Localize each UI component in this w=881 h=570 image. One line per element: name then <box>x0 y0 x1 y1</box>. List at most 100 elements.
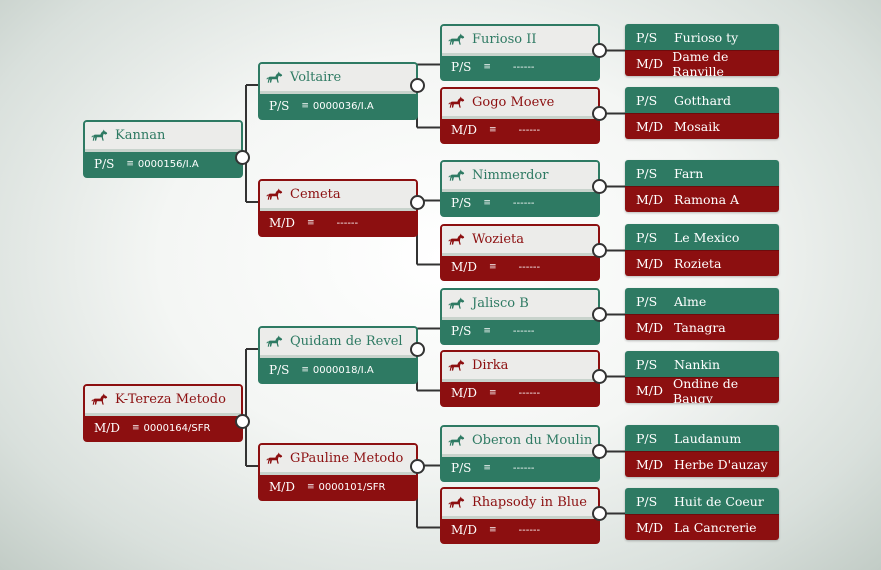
expand-knob[interactable] <box>591 43 607 58</box>
dam-name: Herbe D'auzay <box>674 457 768 472</box>
expand-knob[interactable] <box>591 307 607 322</box>
registration-code-empty: ------ <box>512 462 535 474</box>
expand-knob[interactable] <box>409 458 425 474</box>
registration-code: 0000101/SFR <box>318 481 386 493</box>
registration-code-empty: ------ <box>518 524 541 536</box>
list-icon: ≡ <box>488 388 497 399</box>
parent-role-label: P/S <box>636 92 658 108</box>
list-icon: ≡ <box>483 326 491 337</box>
horse-card-body: P/S≡------ <box>442 52 598 79</box>
horse-card-body: M/D≡------ <box>260 208 416 235</box>
dam-name: Tanagra <box>674 320 726 335</box>
expand-knob[interactable] <box>234 413 250 429</box>
expand-knob[interactable] <box>591 506 607 521</box>
horse-card-body: M/D≡------ <box>442 115 598 142</box>
horse-card-header: Oberon du Moulin <box>442 427 598 454</box>
expand-knob[interactable] <box>591 179 607 194</box>
expand-knob[interactable] <box>591 106 607 121</box>
registration-code: 0000164/SFR <box>143 422 211 434</box>
parent-role-label: P/S <box>636 29 658 45</box>
list-icon: ≡ <box>306 218 315 228</box>
expand-knob[interactable] <box>591 369 607 384</box>
horse-card-body: P/S≡0000156/I.A <box>85 149 241 176</box>
connector-line <box>243 84 258 203</box>
horse-name: Furioso II <box>472 31 537 47</box>
expand-knob[interactable] <box>409 341 425 357</box>
registration-code: 0000036/I.A <box>312 100 374 112</box>
list-icon: ≡ <box>483 62 491 73</box>
expand-knob[interactable] <box>234 149 250 165</box>
horse-icon <box>91 129 108 142</box>
horse-card-body: M/D≡------ <box>442 252 598 279</box>
expand-knob[interactable] <box>409 77 425 93</box>
registration-code-empty: ------ <box>512 197 535 209</box>
horse-icon <box>448 297 465 310</box>
horse-name: Dirka <box>472 357 509 373</box>
parent-role-label: P/S <box>636 229 658 245</box>
sire-name: Nankin <box>674 356 721 372</box>
horse-card[interactable]: Furioso II P/S≡------ <box>440 24 600 81</box>
sire-name: Laudanum <box>674 430 742 446</box>
horse-card-body: P/S≡0000036/I.A <box>260 91 416 118</box>
horse-icon <box>448 169 465 182</box>
list-icon: ≡ <box>301 365 309 375</box>
parent-role-label: M/D <box>451 523 477 538</box>
horse-icon <box>91 393 108 406</box>
horse-icon <box>266 452 283 465</box>
connector-line <box>416 327 440 392</box>
expand-knob[interactable] <box>591 444 607 459</box>
horse-name: Oberon du Moulin <box>472 432 593 448</box>
horse-card-body: P/S≡------ <box>442 316 598 343</box>
parent-role-label: P/S <box>269 99 290 113</box>
registration-code: 0000156/I.A <box>137 158 199 170</box>
horse-icon <box>448 496 465 509</box>
horse-card-header: Quidam de Revel <box>260 328 416 355</box>
registration-code-empty: ------ <box>518 387 541 399</box>
expand-knob[interactable] <box>409 194 425 210</box>
horse-card-body: M/D≡------ <box>442 378 598 405</box>
registration-code-empty: ------ <box>518 261 541 273</box>
dam-name: Dame de Ranville <box>672 48 729 77</box>
horse-card-header: Wozieta <box>442 226 598 253</box>
expand-knob[interactable] <box>591 243 607 258</box>
horse-card-header: Dirka <box>442 352 598 379</box>
parent-role-label: P/S <box>451 324 472 339</box>
dam-name: Rozieta <box>674 256 722 271</box>
parent-role-label: M/D <box>94 421 120 435</box>
